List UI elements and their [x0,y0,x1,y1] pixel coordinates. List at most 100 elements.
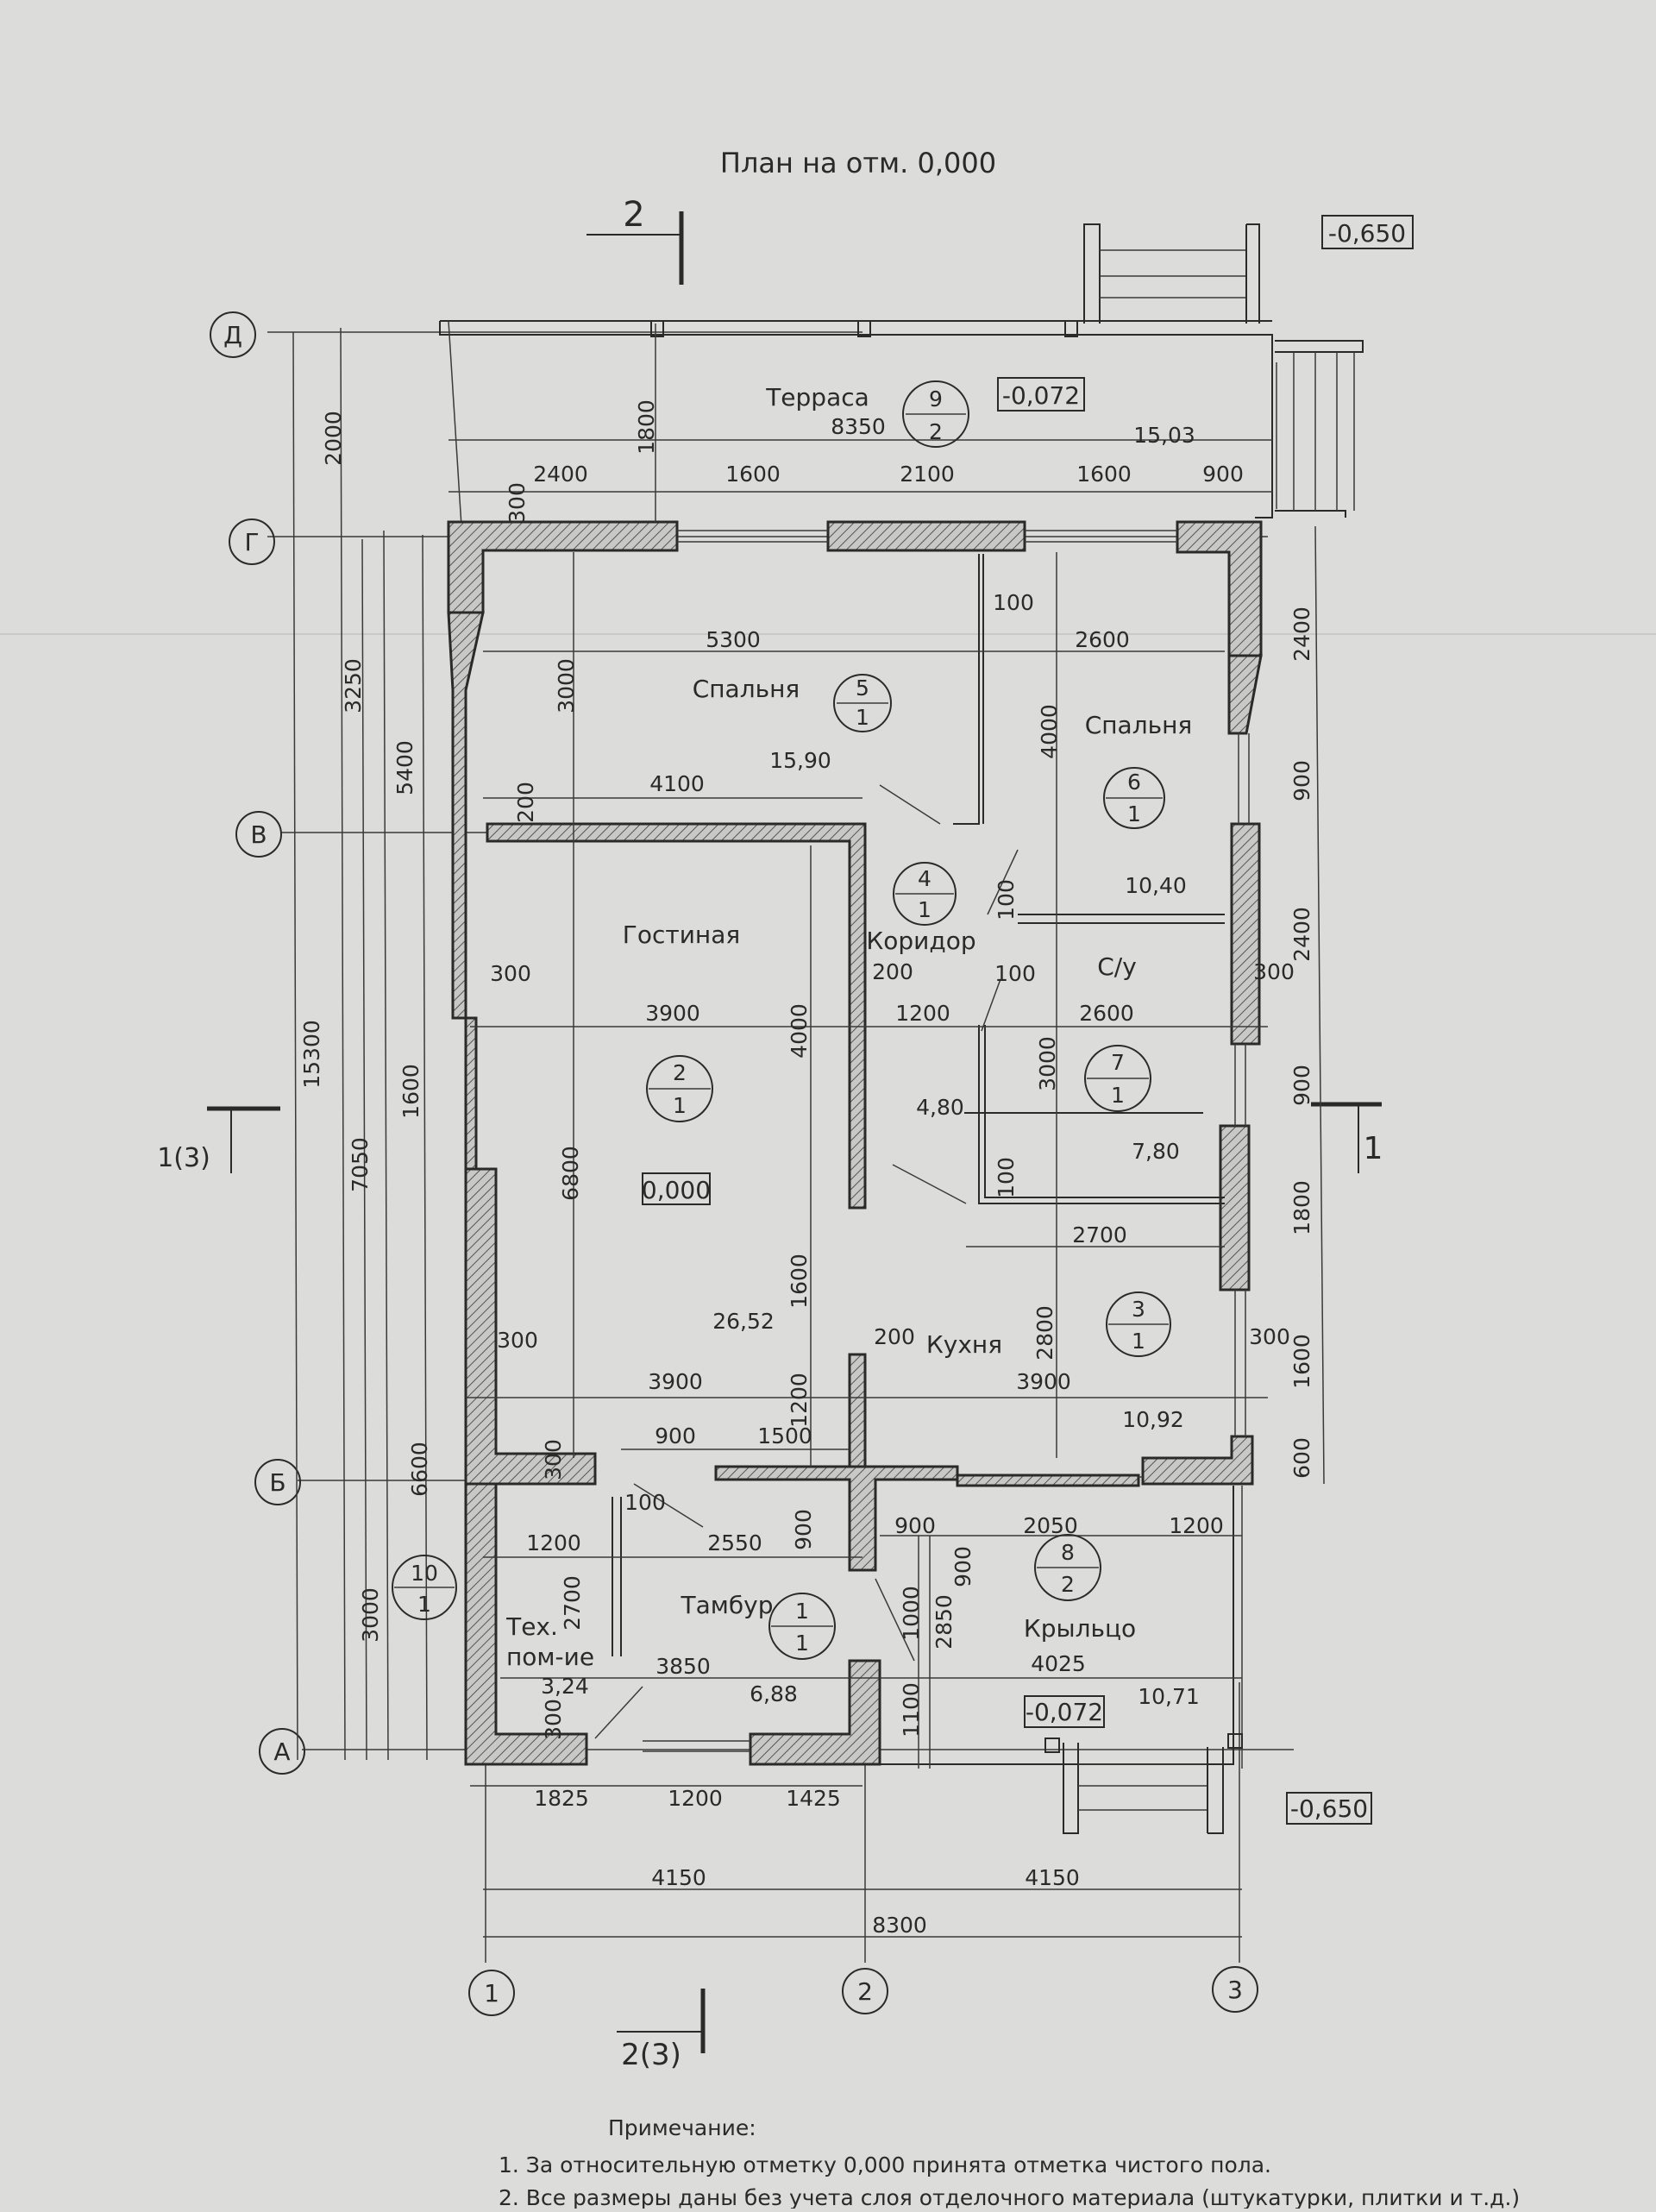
dim-lower-8: 900 [894,1513,936,1538]
room-bedroom-5: Спальня 5 1 15,90 [693,674,892,773]
dimension-texts-vertical: 1800 300 200 4000 4000 6800 3000 3000 10… [299,399,1314,1740]
svg-text:1: 1 [918,897,932,922]
dim-mid3-5: 300 [1249,1324,1290,1349]
room-porch: 8 2 Крыльцо 4025 10,71 [1024,1534,1200,1709]
svg-text:4,80: 4,80 [916,1095,964,1120]
section-label-left: 1(3) [157,1143,210,1173]
dim-left-2: 3250 [341,658,366,713]
svg-text:1: 1 [484,1979,499,2008]
svg-text:10,92: 10,92 [1122,1407,1184,1432]
svg-text:Гостиная: Гостиная [623,921,740,949]
dim-upper-4: 1800 [634,399,659,455]
svg-text:В: В [250,820,267,849]
dim-upper-2: 2600 [1075,627,1130,652]
dim-lower-10: 1200 [1169,1513,1224,1538]
svg-text:7: 7 [1111,1050,1125,1075]
exterior-walls [447,520,1263,1766]
dim-top-1: 2400 [533,462,588,487]
notes-heading: Примечание: [608,2115,756,2140]
dim-top-4: 1600 [1076,462,1132,487]
dim-lower-17: 300 [541,1699,566,1740]
level-ground-bottom: -0,650 [1286,1792,1372,1825]
svg-text:3: 3 [1132,1297,1145,1322]
dim-left-7: 6600 [407,1442,432,1497]
svg-text:4025: 4025 [1031,1651,1086,1676]
section-mark-left: 1(3) [157,1106,280,1173]
axis-row-b: Б [254,1459,301,1505]
svg-text:6: 6 [1127,770,1141,795]
dim-lower-5: 1200 [526,1530,581,1555]
dim-right-3: 2400 [1289,907,1314,962]
dim-lower-4: 100 [624,1490,666,1515]
section-label-bottom: 2(3) [621,2038,681,2072]
dim-right-6: 1600 [1289,1334,1314,1389]
room-bathroom: С/у 7 1 7,80 [1084,952,1180,1164]
section-mark-bottom: 2(3) [617,1989,706,2072]
dim-upper-1: 5300 [706,627,761,652]
dim-lower-14: 2850 [932,1594,957,1650]
svg-text:1: 1 [795,1631,809,1656]
dim-lower-12: 2700 [560,1575,585,1631]
level-living: 0,000 [642,1172,711,1205]
room-kitchen: Кухня 3 1 10,92 [926,1291,1184,1432]
dim-left-4: 15300 [299,1020,324,1089]
svg-text:1: 1 [417,1592,431,1617]
dim-right-1: 2400 [1289,606,1314,662]
dim-top-3: 2100 [900,462,955,487]
svg-text:3: 3 [1227,1976,1243,2004]
partitions [612,554,1225,1656]
dim-lower-2: 1500 [757,1423,812,1448]
svg-text:15,90: 15,90 [769,748,831,773]
svg-text:Спальня: Спальня [1085,711,1193,739]
room-living: Гостиная 2 1 26,52 [623,921,775,1334]
dim-left-5: 7050 [348,1137,373,1192]
dim-mid2-11b: 3000 [1035,1036,1060,1091]
windows [643,530,1250,1752]
dim-upper-3: 100 [993,590,1034,615]
svg-text:2: 2 [857,1977,873,2006]
svg-text:Крыльцо: Крыльцо [1024,1614,1136,1643]
section-label-right: 1 [1364,1131,1383,1166]
dim-bottom1-3: 1425 [786,1786,841,1811]
dim-mid2-5: 200 [872,959,913,984]
porch-outline [879,1486,1243,1834]
interior-walls [486,822,1140,1572]
room-terrace: Терраса 8350 9 2 15,03 [765,380,1195,448]
dim-left-8: 3000 [358,1587,383,1643]
dim-mid1-1: 4100 [649,771,705,796]
svg-text:Г: Г [244,528,259,556]
dim-mid2-4: 300 [490,961,531,986]
dim-bottom2-2: 4150 [1025,1865,1080,1890]
dim-mid2-3: 2600 [1079,1001,1134,1026]
svg-text:-0,072: -0,072 [1002,381,1080,410]
svg-text:8350: 8350 [831,414,886,439]
dim-bottom1-1: 1825 [534,1786,589,1811]
room-tech: 10 1 Тех. пом-ие 3,24 [392,1555,594,1699]
svg-text:10: 10 [411,1561,438,1586]
svg-text:Д: Д [223,321,242,349]
svg-text:7,80: 7,80 [1132,1139,1180,1164]
dim-mid3-2: 3900 [1016,1369,1071,1394]
svg-text:26,52: 26,52 [712,1309,775,1334]
section-mark-right: 1 [1311,1102,1383,1173]
dim-mid2-1: 3900 [645,1001,700,1026]
dim-mid2-7: 100 [994,879,1019,921]
svg-text:Коридор: Коридор [866,927,975,955]
dim-mid2-7b: 100 [994,1157,1019,1198]
axis-col-1: 1 [468,1970,515,2016]
section-label-top: 2 [623,195,644,235]
dim-upper-5: 300 [505,482,530,524]
svg-text:2: 2 [929,419,943,444]
svg-text:1: 1 [795,1599,809,1624]
svg-text:0,000: 0,000 [642,1176,711,1204]
axis-row-v: В [235,811,282,858]
svg-text:пом-ие: пом-ие [506,1643,594,1671]
dim-lower-16: 1100 [899,1682,924,1738]
dim-lower-6: 2550 [707,1530,762,1555]
svg-text:-0,072: -0,072 [1026,1698,1103,1726]
svg-text:Кухня: Кухня [926,1330,1002,1359]
svg-text:4: 4 [918,866,932,891]
svg-text:Терраса: Терраса [765,383,869,412]
